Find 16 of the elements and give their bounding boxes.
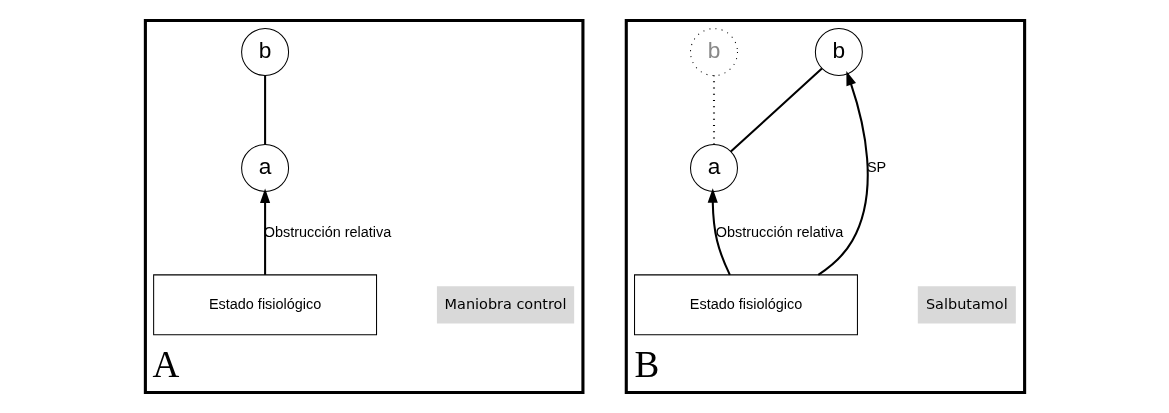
node-box: Salbutamol bbox=[917, 286, 1016, 324]
node-circle: a bbox=[240, 143, 289, 192]
edge-label: Obstrucción relativa bbox=[715, 223, 843, 240]
arrow bbox=[707, 188, 731, 276]
node-circle: b bbox=[240, 28, 289, 77]
node-box: Maniobra control bbox=[436, 286, 574, 324]
node-circle: a bbox=[689, 143, 738, 192]
node-box: Estado fisiológico bbox=[152, 274, 377, 336]
edge-label: SP bbox=[866, 158, 886, 175]
node-box: Estado fisiológico bbox=[633, 274, 858, 336]
connector bbox=[263, 75, 266, 145]
connector bbox=[729, 67, 823, 153]
node-circle: b bbox=[814, 28, 863, 77]
arrow bbox=[259, 188, 270, 275]
arrow bbox=[817, 71, 869, 276]
node-circle: b bbox=[689, 28, 738, 77]
